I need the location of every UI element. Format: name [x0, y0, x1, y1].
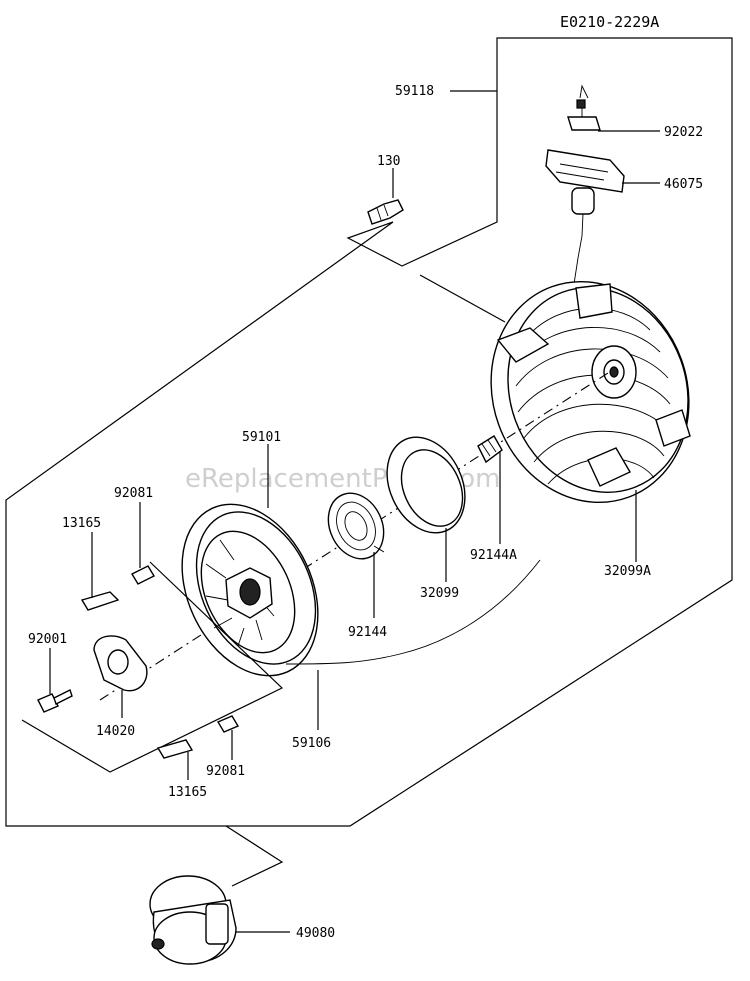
label-46075: 46075 [664, 177, 703, 192]
diagram-code: E0210-2229A [560, 13, 659, 31]
label-13165-top: 13165 [62, 516, 101, 531]
connector-line [419, 274, 506, 323]
label-92081-bottom: 92081 [206, 764, 245, 779]
ratchet-13165-bottom [156, 739, 194, 780]
label-59106: 59106 [292, 736, 331, 751]
handle-assembly [545, 84, 660, 285]
pin-92081-bottom [216, 715, 240, 760]
label-59118: 59118 [395, 84, 434, 99]
cup-connector [225, 825, 284, 887]
label-32099: 32099 [420, 586, 459, 601]
pin-92081-top [131, 502, 155, 585]
label-92144: 92144 [348, 625, 387, 640]
label-13165-bottom: 13165 [168, 785, 207, 800]
ratchet-guide-14020 [93, 635, 148, 718]
starter-cup-49080 [149, 875, 290, 965]
reel-pulley [181, 444, 319, 677]
bolt-92001 [37, 648, 73, 713]
ratchet-13165-top [80, 532, 120, 611]
bolt-130 [367, 168, 404, 225]
spring-case-32099 [386, 436, 466, 582]
label-130: 130 [377, 154, 400, 169]
label-32099A: 32099A [604, 564, 651, 579]
label-92022: 92022 [664, 125, 703, 140]
label-92001: 92001 [28, 632, 67, 647]
spring-92144A [477, 435, 503, 544]
label-92081-top: 92081 [114, 486, 153, 501]
label-14020: 14020 [96, 724, 135, 739]
ratchet-group-outline [21, 561, 284, 773]
assembly-boundary [5, 37, 733, 827]
starter-rope [285, 559, 541, 665]
label-59101: 59101 [242, 430, 281, 445]
recoil-housing [490, 280, 691, 562]
recoil-spring-92144 [327, 492, 385, 618]
label-92144A: 92144A [470, 548, 517, 563]
label-49080: 49080 [296, 926, 335, 941]
